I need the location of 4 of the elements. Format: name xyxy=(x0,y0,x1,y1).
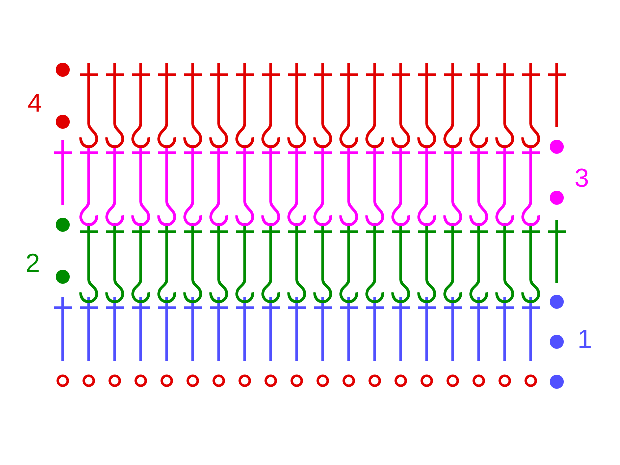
row-number: 2 xyxy=(27,254,39,272)
row-number: 1 xyxy=(580,330,591,348)
row-number: 4 xyxy=(28,94,42,112)
row-number: 3 xyxy=(576,168,588,188)
